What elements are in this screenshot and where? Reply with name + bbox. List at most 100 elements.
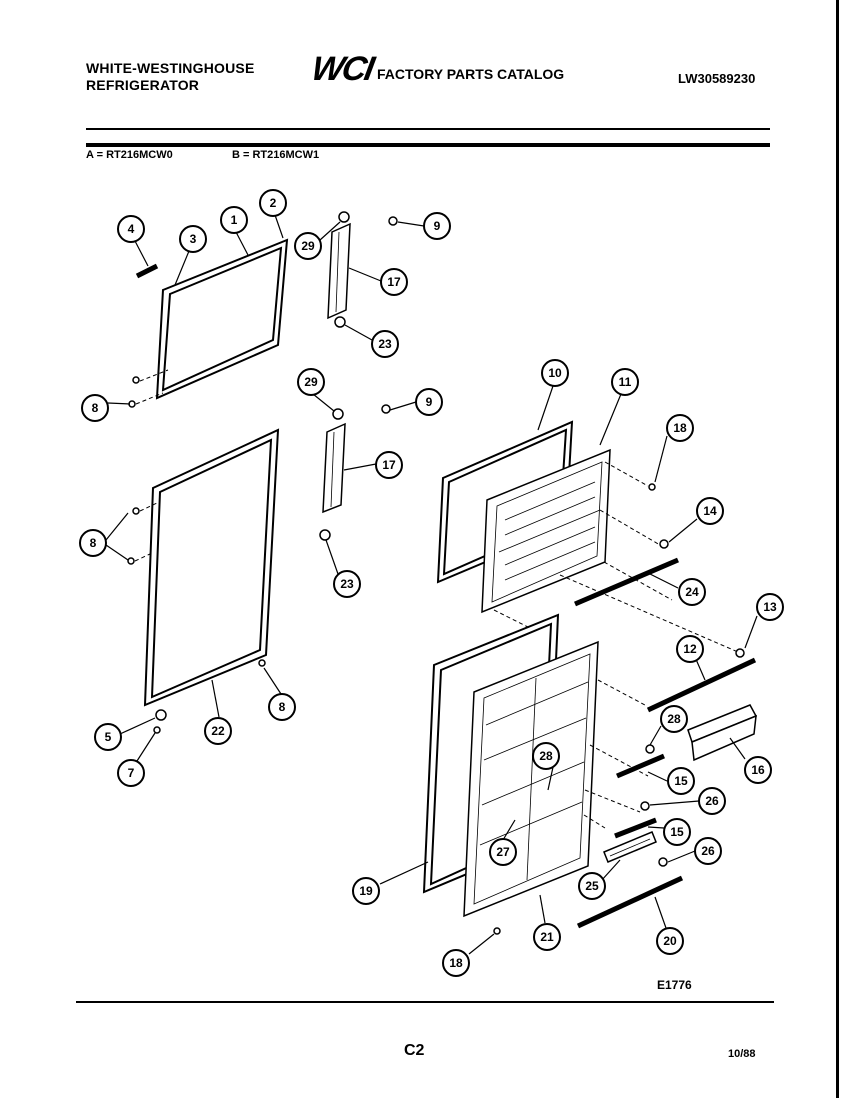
footer-rule: [76, 1001, 774, 1003]
screw-icon: [258, 659, 266, 667]
callout-12: 12: [676, 635, 704, 663]
callout-label: 21: [540, 930, 554, 944]
screw-icon: [648, 483, 656, 491]
shelf-bar-12: [646, 657, 757, 713]
callout-label: 27: [496, 845, 510, 859]
callout-19: 19: [352, 877, 380, 905]
shelf-bar-15-lower: [614, 817, 657, 839]
callout-label: 4: [128, 222, 135, 236]
callout-28: 28: [660, 705, 688, 733]
callout-label: 15: [674, 774, 688, 788]
product-type: REFRIGERATOR: [86, 77, 200, 93]
screw-icon: [381, 404, 391, 414]
callout-label: 2: [270, 196, 277, 210]
screw-icon: [493, 927, 501, 935]
callout-29: 29: [297, 368, 325, 396]
callout-22: 22: [204, 717, 232, 745]
callout-label: 10: [548, 366, 562, 380]
clip-icon: [658, 857, 668, 867]
callout-26: 26: [698, 787, 726, 815]
callout-label: 25: [585, 879, 599, 893]
callout-3: 3: [179, 225, 207, 253]
callout-label: 8: [90, 536, 97, 550]
clip-icon: [659, 539, 669, 549]
callout-label: 5: [105, 730, 112, 744]
callout-14: 14: [696, 497, 724, 525]
callout-label: 17: [382, 458, 396, 472]
callout-15: 15: [667, 767, 695, 795]
callout-29: 29: [294, 232, 322, 260]
model-a: A = RT216MCW0: [86, 149, 173, 161]
callout-label: 8: [279, 700, 286, 714]
model-b: B = RT216MCW1: [232, 149, 320, 161]
butter-compartment-25: [603, 831, 657, 863]
callout-label: 9: [426, 395, 433, 409]
callout-17: 17: [375, 451, 403, 479]
callout-1: 1: [220, 206, 248, 234]
callout-15: 15: [663, 818, 691, 846]
callout-label: 22: [211, 724, 225, 738]
callout-label: 12: [683, 642, 697, 656]
callout-23: 23: [333, 570, 361, 598]
callout-label: 11: [619, 375, 632, 389]
callout-24: 24: [678, 578, 706, 606]
part-4-trim: [135, 263, 159, 279]
clip-icon: [640, 801, 650, 811]
callout-9: 9: [415, 388, 443, 416]
freezer-shelf-bar: [574, 557, 679, 607]
screw-icon: [153, 726, 161, 734]
hinge-cap-icon: [155, 709, 167, 721]
callout-label: 9: [434, 219, 441, 233]
callout-label: 28: [539, 749, 553, 763]
callout-18: 18: [666, 414, 694, 442]
callout-label: 16: [751, 763, 765, 777]
callout-label: 23: [378, 337, 392, 351]
callout-8: 8: [81, 394, 109, 422]
callout-label: 26: [705, 794, 719, 808]
screw-icon: [132, 376, 140, 384]
callout-label: 29: [304, 375, 318, 389]
header-rule-thick: [86, 143, 770, 147]
door-shelf-16: [687, 704, 758, 762]
callout-16: 16: [744, 756, 772, 784]
callout-11: 11: [611, 368, 639, 396]
callout-label: 24: [685, 585, 699, 599]
callout-26: 26: [694, 837, 722, 865]
clip-icon: [735, 648, 745, 658]
catalog-number: LW30589230: [678, 71, 756, 86]
freezer-gasket: [155, 238, 289, 400]
callout-5: 5: [94, 723, 122, 751]
hinge-pin-icon: [338, 211, 350, 223]
callout-27: 27: [489, 838, 517, 866]
callout-23: 23: [371, 330, 399, 358]
hinge-pin-icon: [319, 529, 331, 541]
callout-label: 28: [667, 712, 681, 726]
callout-label: 3: [190, 232, 197, 246]
upper-hinge: [327, 222, 351, 320]
callout-label: 1: [231, 213, 238, 227]
callout-20: 20: [656, 927, 684, 955]
leader-lines: [105, 214, 758, 955]
callout-17: 17: [380, 268, 408, 296]
shelf-bar-20: [576, 875, 684, 929]
callout-10: 10: [541, 359, 569, 387]
callout-9: 9: [423, 212, 451, 240]
freezer-door-liner: [481, 448, 611, 614]
callout-label: 18: [449, 956, 463, 970]
page-date: 10/88: [728, 1048, 756, 1060]
page-code: C2: [404, 1042, 425, 1059]
callout-label: 18: [673, 421, 687, 435]
callout-label: 23: [340, 577, 354, 591]
lower-hinge: [322, 422, 346, 514]
callout-label: 29: [301, 239, 315, 253]
callout-label: 20: [663, 934, 677, 948]
callout-label: 26: [701, 844, 715, 858]
callout-label: 13: [763, 600, 777, 614]
callout-label: 17: [387, 275, 401, 289]
callout-8: 8: [79, 529, 107, 557]
callout-label: 15: [670, 825, 684, 839]
fresh-food-gasket: [143, 428, 280, 707]
callout-label: 8: [92, 401, 99, 415]
callout-13: 13: [756, 593, 784, 621]
